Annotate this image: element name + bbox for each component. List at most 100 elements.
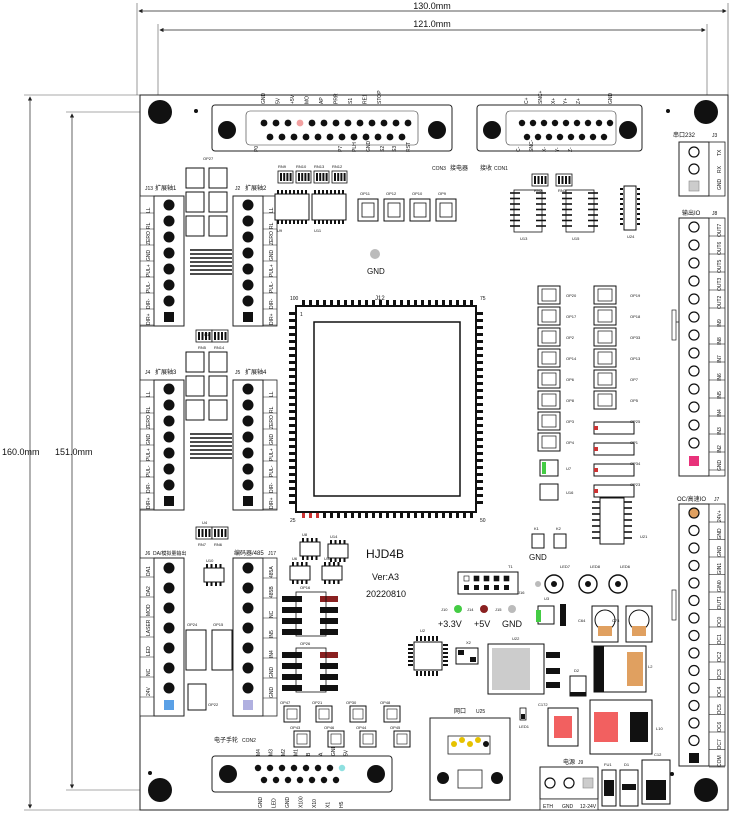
u7-ref: U7 [566, 466, 572, 471]
k1-ref: K1 [534, 526, 540, 531]
axis-pin [242, 231, 254, 243]
j5-pin-label: LL [269, 391, 275, 397]
u2-ref: U2 [420, 628, 426, 633]
op-left-ref: OP6 [566, 377, 575, 382]
j8-pin-label: OUT7 [717, 223, 723, 237]
axis-pin [163, 463, 175, 475]
j6-pin [163, 562, 175, 574]
led7-ref: LED7 [560, 564, 571, 569]
axis-pin [242, 463, 254, 475]
j6-ref: J6 [145, 551, 151, 557]
j7-pin-label: OUT1 [717, 596, 723, 610]
axis-pin [163, 415, 175, 427]
con1-pin [529, 119, 537, 127]
con2-title: 电子手轮 [214, 736, 238, 744]
op-right-ref: OP25 [630, 419, 641, 424]
rn-left-ref: RN7 [198, 542, 207, 547]
u24-ref: U24 [627, 234, 635, 239]
op-top-ref: OP12 [386, 191, 397, 196]
j17-pin-label: NC [269, 610, 275, 618]
x2-ref: X2 [466, 640, 472, 645]
j8-pin [688, 329, 700, 341]
c172-ref: C172 [538, 702, 548, 707]
j9-pin-label: 12-24V [580, 804, 597, 810]
con1-top-pin-label: GND [608, 93, 614, 105]
j6-pin [163, 582, 175, 594]
j8-pin [688, 437, 700, 449]
axis-pin [242, 215, 254, 227]
j5-pin-label: PUL- [269, 465, 275, 477]
axis-pin [242, 199, 254, 211]
u22-ref: U22 [512, 636, 520, 641]
con2-pin [320, 776, 328, 784]
j2-pin-label: DIR+ [269, 313, 275, 325]
c64-ref: C64 [578, 618, 586, 623]
j2-pin-label: RL [269, 222, 275, 229]
axis-pin [163, 431, 175, 443]
j6-pin-label: MOD [146, 604, 152, 616]
con1-top-pin-label: SNC+ [538, 90, 544, 104]
u1-ref: U1 [204, 332, 210, 337]
dim-height-total-label: 160.0mm [2, 447, 40, 457]
con2-bottom-pin-label: H5 [339, 801, 345, 808]
dimension-width-inner: 121.0mm [157, 19, 708, 95]
con3-pin [368, 119, 376, 127]
c12-ref: C12 [654, 752, 662, 757]
con1-pin [584, 119, 592, 127]
axis-pin [242, 431, 254, 443]
op-bottom-ref: OP48 [380, 700, 391, 705]
rn-top-ref: RN9 [278, 164, 287, 169]
u11-ref: U11 [314, 228, 322, 233]
j3-pin-label: RX [717, 165, 723, 173]
fiducial-dot [670, 772, 674, 776]
u9-ref: U9 [277, 228, 283, 233]
con1-pin [551, 119, 559, 127]
gnd-testpoint-label: GND [367, 267, 385, 276]
axis-pin [163, 447, 175, 459]
con2-bottom-pin-label: X1 [326, 802, 332, 808]
con3-pin [386, 133, 394, 141]
j5-pin-label: ZERO [269, 415, 275, 429]
op-bottom-ref: OP46 [324, 725, 335, 730]
j13-pin-label: ZERO [146, 231, 152, 245]
j9-ref: J9 [578, 760, 584, 766]
con2-top-pin-label: B [306, 752, 312, 756]
con1-top-pin-label: Y+ [563, 98, 569, 104]
mounting-hole-top-right [694, 100, 718, 124]
j8-pin-label: IN7 [717, 355, 723, 363]
j3-title: 串口232 [673, 131, 696, 139]
rn-left-ref: RN14 [214, 345, 225, 350]
j7-pin [688, 629, 700, 642]
axis-pin [242, 399, 254, 411]
connector-j7: OC/高速IO J7 24V+GNDGNDGIN1GIN0OUT1OC0OC1O… [671, 495, 726, 768]
con2-top-pin-label: M1 [294, 749, 300, 756]
j7-pin-label: OC7 [717, 739, 723, 750]
con3-pin [272, 119, 280, 127]
con3-top-pin-label: S1 [348, 98, 354, 104]
j12-pin25: 25 [290, 518, 296, 524]
j8-pin [688, 401, 700, 413]
op-left-ref: OP3 [566, 419, 575, 424]
axis-pin-square [164, 312, 174, 322]
j3-ref: J3 [712, 133, 718, 139]
op-left-ref: OP4 [566, 440, 575, 445]
con2-bottom-pin-label: GND [285, 797, 291, 809]
con2-pin [308, 776, 316, 784]
j12-ref: J12 [375, 296, 385, 302]
con1-pin [589, 133, 597, 141]
rn-left-ref: RN6 [214, 542, 223, 547]
op-bottom-ref: OP43 [290, 725, 301, 730]
j7-pin [688, 559, 700, 572]
con1-pin [606, 119, 614, 127]
j12-pin100: 100 [290, 296, 299, 302]
con1-bottom-pin-label: SNC- [529, 139, 535, 152]
op-right-ref: OP7 [630, 377, 639, 382]
j13-pin-label: DIR- [146, 298, 152, 309]
op-left-ref: OP20 [566, 293, 577, 298]
j9-pin-label: GND [562, 804, 574, 810]
con3-pin [356, 119, 364, 127]
j17-pin [242, 562, 254, 574]
